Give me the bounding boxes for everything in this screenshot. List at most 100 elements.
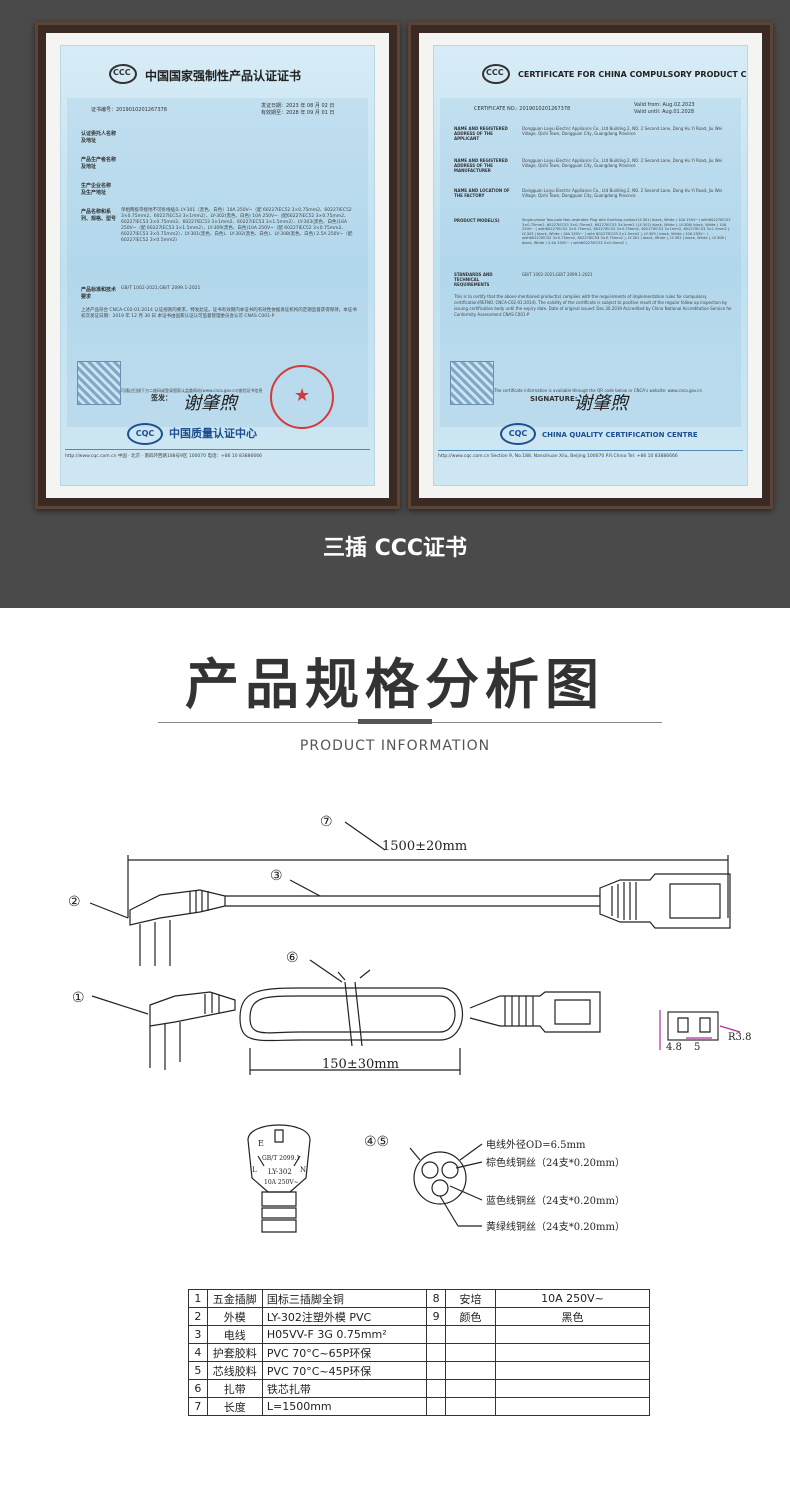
row-label: STANDARDS AND TECHNICAL REQUIREMENTS — [454, 272, 493, 287]
length-label: 1500±20mm — [382, 839, 467, 854]
row-label: 及地址 — [81, 164, 97, 170]
qr-code — [450, 361, 494, 405]
row-number: 4 — [188, 1343, 208, 1362]
certificate-frame-english: CERTIFICATE FOR CHINA COMPULSORY PRODUCT… — [408, 22, 773, 509]
row-number: 1 — [188, 1289, 208, 1308]
callout-6: ⑥ — [286, 950, 299, 966]
product-models: Single-phase Two-pole Non-rewirable Plug… — [522, 218, 731, 245]
certificate-caption: 三插 CCC证书 — [322, 536, 468, 561]
cqc-logo-icon: CQC — [127, 423, 163, 445]
verify-note: The certificate information is available… — [494, 388, 703, 393]
item-value: 黑色 — [494, 1307, 651, 1326]
item-value: L=1500mm — [261, 1397, 428, 1416]
plug-rating: 10A 250V~ — [264, 1179, 299, 1186]
verify-note: 可通过扫描下方二维码或登录国家认监委网站(www.cnca.gov.cn)查验证… — [121, 388, 263, 393]
item-value: H05VV-F 3G 0.75mm² — [261, 1325, 428, 1344]
certificate-number: CERTIFICATE NO.: 2019010201267378 — [474, 106, 571, 112]
cable-drawing: 1500±20mm 150±30mm ② ③ ⑦ ① ⑥ ④⑤ 4.8 5 R3… — [68, 814, 751, 1233]
yellow-green-wire: 黄绿线铜丝（24支*0.20mm） — [486, 1220, 625, 1233]
table-row: 2 外模 LY-302注塑外模 PVC 9 颜色 黑色 — [188, 1307, 651, 1326]
item-name: 护套胶料 — [206, 1343, 263, 1362]
certificate-note: 上述产品符合 CNCA-C02-01:2014 认证规则的要求，特发此证。证书有… — [81, 308, 357, 319]
row-number: 3 — [188, 1325, 208, 1344]
official-seal — [270, 365, 334, 429]
item-name: 扎带 — [206, 1379, 263, 1398]
plug-standard: GB/T 2099.1 — [262, 1155, 300, 1162]
row-number: 6 — [188, 1379, 208, 1398]
product-diagram: 1500±20mm 150±30mm ② ③ ⑦ ① ⑥ ④⑤ 4.8 5 R3… — [0, 800, 790, 1280]
plug-e-mark: E — [258, 1139, 264, 1148]
row-number: 9 — [426, 1307, 446, 1326]
issue-date: Valid from: Aug.02.2023 — [634, 102, 695, 108]
applicant: Dongguan Laiyu Electric Appliance Co., L… — [522, 126, 723, 136]
callout-3: ③ — [270, 868, 283, 884]
sign-label: 签发： — [151, 394, 172, 402]
certificate-footer: http://www.cqc.com.cn 中国 · 北京 · 南四环西路188… — [65, 449, 370, 459]
row-number: 2 — [188, 1307, 208, 1326]
item-name: 芯线胶料 — [206, 1361, 263, 1380]
standards: GB/T 1002-2021;GB/T 2099.1-2021 — [121, 286, 201, 291]
standards: GB/T 1002-2021;GB/T 2099.1-2021 — [522, 272, 593, 277]
cqc-logo-icon: CQC — [500, 423, 536, 445]
row-label: 及生产地址 — [81, 190, 107, 196]
table-row: 4 护套胶料 PVC 70°C~65P环保 — [188, 1343, 651, 1362]
row-label: 产品标准和技术要求 — [81, 287, 117, 300]
plug-n-mark: N — [300, 1166, 306, 1174]
row-label: 及地址 — [81, 138, 97, 144]
certificate-title: 中国国家强制性产品认证证书 — [145, 69, 302, 83]
side-dim-radius: R3.8 — [728, 1032, 751, 1043]
item-name: 安培 — [444, 1289, 496, 1308]
signature: 谢肇煦 — [574, 393, 628, 414]
callout-1: ① — [72, 990, 85, 1006]
row-label: PRODUCT MODEL(S) — [454, 218, 500, 223]
item-name: 颜色 — [444, 1307, 496, 1326]
callout-7: ⑦ — [320, 814, 333, 830]
row-label: 生产企业名称 — [81, 183, 112, 189]
factory: Dongguan Laiyu Electric Appliance Co., L… — [522, 188, 723, 198]
qr-code — [77, 361, 121, 405]
cable-od: 电线外径OD=6.5mm — [486, 1138, 586, 1151]
issue-date: 发证日期：2023 年 08 月 02 日 — [261, 103, 335, 109]
table-row: 5 芯线胶料 PVC 70°C~45P环保 — [188, 1361, 651, 1380]
sign-label: SIGNATURE: — [530, 395, 578, 403]
item-name: 电线 — [206, 1325, 263, 1344]
callout-2: ② — [68, 894, 81, 910]
certificate-footer: http://www.cqc.com.cn Section 9, No.188,… — [438, 450, 743, 459]
product-models: 单相两极带接地不可拆线插头 LY-301（黑色、白色）10A 250V~（配 6… — [121, 208, 353, 243]
ccc-logo-icon — [109, 64, 137, 84]
organization-name: CHINA QUALITY CERTIFICATION CENTRE — [542, 431, 698, 439]
side-dim-width: 5 — [694, 1042, 700, 1053]
section-title: 产品规格分析图 — [185, 653, 605, 716]
item-value: PVC 70°C~45P环保 — [261, 1361, 428, 1380]
table-row: 7 长度 L=1500mm — [188, 1397, 651, 1416]
certificate-section: 中国国家强制性产品认证证书 证书编号：2019010201267378 发证日期… — [0, 0, 790, 608]
row-number: 7 — [188, 1397, 208, 1416]
row-label: 产品生产者名称 — [81, 157, 117, 163]
signature: 谢肇煦 — [183, 393, 237, 414]
row-label: NAME AND REGISTERED ADDRESS OF THE MANUF… — [454, 158, 508, 173]
spec-table: 1 五金插脚 国标三插脚全铜 8 安培 10A 250V~ 2 外模 LY-30… — [188, 1289, 651, 1416]
certificate-title: CERTIFICATE FOR CHINA COMPULSORY PRODUCT… — [518, 70, 747, 79]
row-label: NAME AND LOCATION OF THE FACTORY — [454, 188, 510, 198]
item-value: LY-302注塑外模 PVC — [261, 1307, 428, 1326]
item-value: 铁芯扎带 — [261, 1379, 428, 1398]
ccc-logo-icon — [482, 64, 510, 84]
row-number: 5 — [188, 1361, 208, 1380]
item-value: PVC 70°C~65P环保 — [261, 1343, 428, 1362]
row-number: 8 — [426, 1289, 446, 1308]
manufacturer: Dongguan Laiyu Electric Appliance Co., L… — [522, 158, 723, 168]
item-value: 国标三插脚全铜 — [261, 1289, 428, 1308]
certificate-english: CERTIFICATE FOR CHINA COMPULSORY PRODUCT… — [433, 45, 748, 486]
certificate-chinese: 中国国家强制性产品认证证书 证书编号：2019010201267378 发证日期… — [60, 45, 375, 486]
side-dim-height: 4.8 — [666, 1042, 682, 1053]
callout-4-5: ④⑤ — [364, 1134, 389, 1150]
title-divider-accent — [358, 719, 432, 724]
blue-wire: 蓝色线铜丝（24支*0.20mm） — [486, 1194, 625, 1207]
plug-l-mark: L — [252, 1166, 257, 1174]
expire-date: Valid until: Aug.01.2028 — [634, 109, 695, 115]
section-subtitle: PRODUCT INFORMATION — [299, 738, 491, 754]
certificate-frame-chinese: 中国国家强制性产品认证证书 证书编号：2019010201267378 发证日期… — [35, 22, 400, 509]
item-value: 10A 250V~ — [494, 1289, 651, 1308]
brown-wire: 棕色线铜丝（24支*0.20mm） — [486, 1156, 625, 1169]
bend-label: 150±30mm — [322, 1057, 399, 1072]
